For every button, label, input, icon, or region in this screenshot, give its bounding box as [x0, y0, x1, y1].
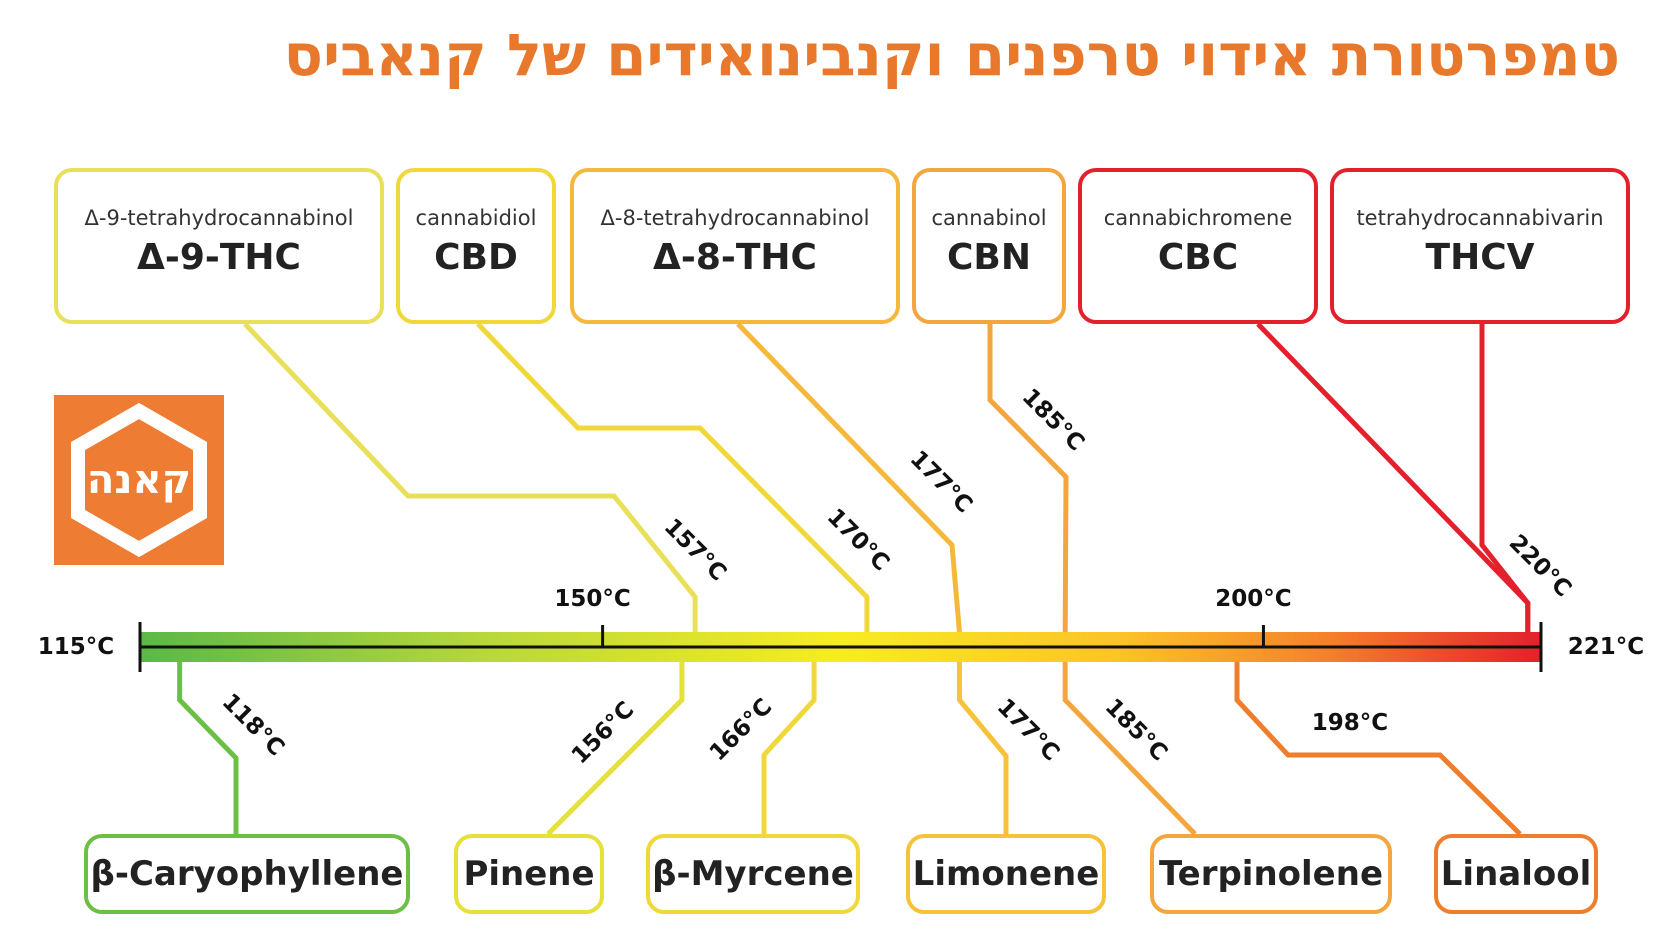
terpene-name: Limonene [912, 854, 1100, 894]
terpene-box: Linalool [1434, 834, 1598, 914]
page-title: טמפרטורת אידוי טרפנים וקנבינואידים של קנ… [283, 21, 1620, 89]
cannabinoid-connector [1479, 324, 1531, 632]
terpene-box: Limonene [906, 834, 1106, 914]
terpene-name: Terpinolene [1158, 854, 1384, 894]
cannabinoid-connector [476, 322, 870, 632]
cannabinoid-abbreviation: CBN [947, 237, 1031, 278]
cannabinoid-abbreviation: THCV [1425, 237, 1535, 278]
terpene-name: β-Caryophyllene [90, 854, 404, 894]
cannabinoid-temp-label: 185°C [1017, 384, 1089, 456]
cannabinoid-full-name: cannabidiol [415, 206, 537, 230]
cannabinoid-connector [1256, 322, 1531, 632]
cannabinoid-full-name: cannabichromene [1103, 206, 1293, 230]
scale-tick-label: 150°C [554, 586, 630, 612]
terpene-connector [1062, 662, 1197, 836]
terpene-connector [956, 662, 1009, 834]
cannabinoid-abbreviation: Δ-8-THC [653, 237, 817, 278]
terpene-connector [1234, 662, 1522, 836]
cannabinoid-connector [736, 322, 962, 633]
terpene-name: Linalool [1440, 854, 1592, 894]
terpene-temp-label: 185°C [1100, 694, 1172, 766]
terpene-box: Pinene [454, 834, 604, 914]
scale-min-label: 115°C [38, 634, 114, 660]
terpene-connector [177, 662, 239, 834]
terpene-box: β-Caryophyllene [84, 834, 410, 914]
scale-max-label: 221°C [1568, 634, 1644, 660]
brand-logo: קאנה [54, 395, 224, 565]
cannabinoid-abbreviation: Δ-9-THC [137, 237, 301, 278]
terpene-temp-label: 156°C [567, 697, 639, 769]
scale-tick-label: 200°C [1215, 586, 1291, 612]
terpene-name: β-Myrcene [652, 854, 854, 894]
cannabinoid-full-name: cannabinol [931, 206, 1047, 230]
cannabinoid-full-name: tetrahydrocannabivarin [1356, 206, 1604, 230]
cannabinoid-connector [987, 324, 1069, 633]
terpene-connector [761, 662, 817, 834]
logo-text: קאנה [86, 457, 192, 503]
hexagon-logo-icon [71, 402, 207, 558]
terpene-box: β-Myrcene [646, 834, 860, 914]
cannabinoid-abbreviation: CBC [1157, 237, 1239, 278]
cannabinoid-connector [243, 322, 698, 632]
cannabinoid-temp-label: 157°C [659, 514, 731, 586]
cannabinoid-full-name: Δ-8-tetrahydrocannabinol [600, 206, 870, 230]
cannabinoid-full-name: Δ-9-tetrahydrocannabinol [84, 206, 354, 230]
terpene-temp-label: 198°C [1312, 710, 1388, 736]
cannabinoid-abbreviation: CBD [434, 237, 518, 278]
terpene-connector [546, 662, 685, 836]
terpene-box: Terpinolene [1150, 834, 1392, 914]
terpene-name: Pinene [463, 854, 595, 894]
